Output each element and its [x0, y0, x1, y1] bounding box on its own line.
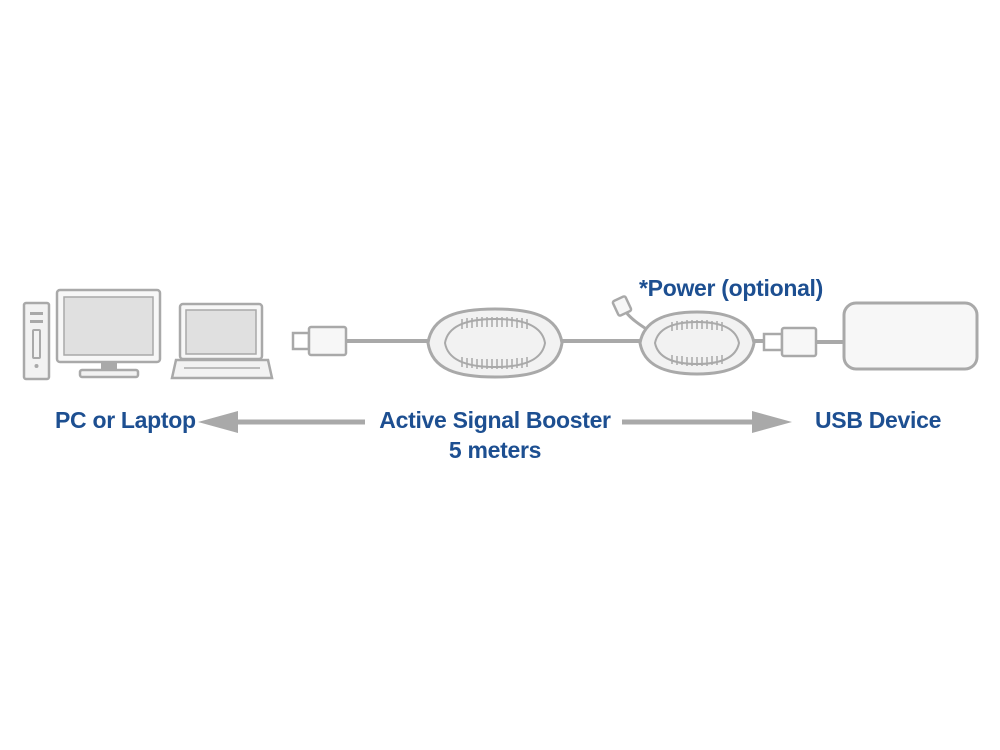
laptop-icon	[170, 302, 274, 380]
signal-booster-icon	[638, 310, 756, 376]
pc-tower-icon	[22, 301, 51, 381]
booster-label-length: 5 meters	[448, 437, 542, 463]
monitor-icon	[55, 288, 162, 379]
usb-plug-right-icon	[762, 326, 845, 358]
usb-plug-left-icon	[291, 325, 348, 357]
pc-label: PC or Laptop	[55, 407, 196, 433]
usb-device-icon	[842, 301, 979, 371]
arrow-right-icon	[622, 411, 792, 433]
signal-booster-icon	[426, 307, 564, 379]
usb-device-label: USB Device	[815, 407, 942, 433]
arrow-left-icon	[198, 411, 365, 433]
booster-label: Active Signal Booster 5 meters	[340, 405, 650, 465]
booster-label-title: Active Signal Booster	[379, 407, 611, 433]
power-label: *Power (optional)	[639, 275, 824, 301]
